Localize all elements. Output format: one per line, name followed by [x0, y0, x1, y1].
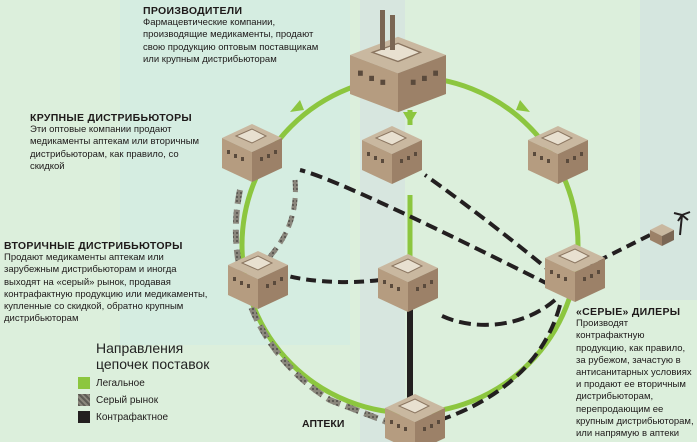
factory-building	[349, 10, 447, 113]
grey-dealers-text: Производят контрафактную продукцию, как …	[576, 318, 694, 440]
legal-swatch	[78, 377, 90, 389]
grey-dealers-block: «СЕРЫЕ» ДИЛЕРЫ Производят контрафактную …	[576, 306, 696, 440]
legend-label: Легальное	[96, 377, 145, 389]
pharmacies-label: АПТЕКИ	[302, 418, 345, 430]
producers-block: ПРОИЗВОДИТЕЛИ Фармацевтические компании,…	[143, 5, 333, 66]
legend-label: Серый рынок	[96, 394, 159, 406]
counterfeit-path-1	[423, 173, 557, 277]
large-distributors-text: Эти оптовые компании продают медикаменты…	[30, 124, 200, 172]
grey-market-path	[232, 189, 397, 428]
secondary-distributors-title: ВТОРИЧНЫЕ ДИСТРИБЬЮТОРЫ	[4, 240, 183, 252]
large-distributors-title: КРУПНЫЕ ДИСТРИБЬЮТОРЫ	[30, 112, 193, 124]
grey-dealers-title: «СЕРЫЕ» ДИЛЕРЫ	[576, 306, 681, 318]
legend-label: Контрафактное	[96, 411, 169, 423]
legend-title: Направления цепочек поставок	[96, 340, 210, 372]
legend-item-grey: Серый рынок	[78, 394, 226, 406]
legend: Направления цепочек поставок Легальное С…	[78, 340, 226, 423]
producers-title: ПРОИЗВОДИТЕЛИ	[143, 5, 243, 17]
secondary-distributors-block: ВТОРИЧНЫЕ ДИСТРИБЬЮТОРЫ Продают медикаме…	[4, 240, 209, 325]
large-distributors-block: КРУПНЫЕ ДИСТРИБЬЮТОРЫ Эти оптовые компан…	[30, 112, 210, 173]
legend-item-counterfeit: Контрафактное	[78, 411, 226, 423]
legend-item-legal: Легальное	[78, 377, 226, 389]
secondary-distributors-text: Продают медикаменты аптекам или зарубежн…	[4, 252, 208, 325]
grey-swatch	[78, 394, 90, 406]
island-icon	[650, 211, 691, 246]
counterfeit-swatch	[78, 411, 90, 423]
producers-text: Фармацевтические компании, производящие …	[143, 17, 319, 65]
